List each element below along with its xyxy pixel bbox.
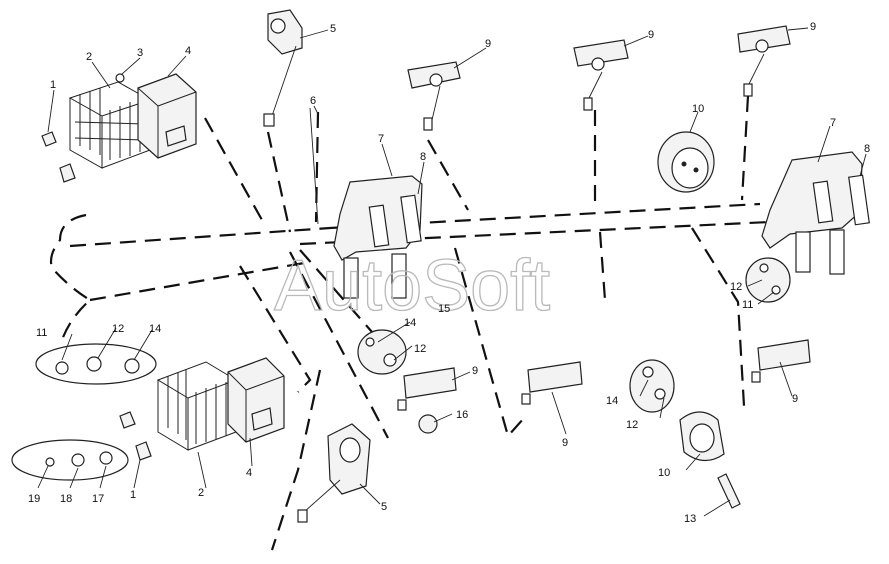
callout-5: 5 [330, 23, 336, 35]
sensor-part-9-top-3 [737, 25, 791, 97]
grommet-plate-lower-right [629, 359, 675, 413]
callout-13: 13 [684, 513, 696, 525]
sensor-part-9-lower-2 [521, 361, 583, 405]
callout-12: 12 [414, 343, 426, 355]
callout-6: 6 [310, 95, 316, 107]
callout-8: 8 [864, 143, 870, 155]
grommet-part-16 [418, 414, 438, 434]
sensor-part-5-bottom [297, 423, 371, 523]
screw-part-3 [115, 73, 125, 83]
callout-16: 16 [456, 409, 468, 421]
callout-numbers: 1 2 3 4 5 6 7 8 9 9 9 10 7 8 12 11 14 15… [28, 21, 870, 525]
sensor-part-9-lower-1 [397, 367, 457, 411]
sensor-part-9-top-2 [573, 39, 629, 111]
callout-9: 9 [562, 437, 568, 449]
sensor-part-5-top [263, 9, 303, 127]
callout-8: 8 [420, 151, 426, 163]
callout-9: 9 [485, 38, 491, 50]
callout-12: 12 [112, 323, 124, 335]
cable-part-6 [309, 107, 319, 225]
socket-part-10-bottom [679, 411, 725, 462]
callout-12: 12 [730, 281, 742, 293]
relay-bracket-part-2-bottom [156, 361, 238, 451]
callout-4: 4 [246, 467, 252, 479]
callout-9: 9 [472, 365, 478, 377]
watermark-text: AutoSoft [274, 246, 550, 326]
callout-9: 9 [810, 21, 816, 33]
callout-14: 14 [606, 395, 618, 407]
grommet-plate-right [745, 257, 791, 303]
relay-part-4-top [137, 73, 197, 159]
grommet-group-left [35, 343, 157, 385]
callout-19: 19 [28, 493, 40, 505]
callout-4: 4 [185, 45, 191, 57]
callout-12: 12 [626, 419, 638, 431]
control-unit-part-7-right [761, 151, 870, 275]
connector-part-1-bottom [119, 411, 152, 461]
control-unit-part-7-center [333, 175, 423, 299]
relay-part-4-bottom [227, 357, 285, 443]
callout-1: 1 [130, 489, 136, 501]
callout-2: 2 [86, 51, 92, 63]
callout-3: 3 [137, 47, 143, 59]
callout-1: 1 [50, 79, 56, 91]
socket-part-10-top [657, 131, 715, 193]
grommet-plate-middle [357, 329, 407, 375]
callout-10: 10 [692, 103, 704, 115]
connector-part-1-top [41, 131, 76, 183]
callout-18: 18 [60, 493, 72, 505]
callout-11: 11 [742, 299, 753, 311]
callout-2: 2 [198, 487, 204, 499]
callout-11: 11 [36, 327, 47, 339]
callout-10: 10 [658, 467, 670, 479]
callout-7: 7 [378, 133, 384, 145]
callout-14: 14 [404, 317, 416, 329]
callout-9: 9 [792, 393, 798, 405]
callout-17: 17 [92, 493, 104, 505]
bulb-part-13 [717, 473, 741, 509]
leader-lines [37, 27, 867, 517]
callout-15: 15 [438, 303, 450, 315]
sensor-part-9-top-1 [407, 61, 461, 131]
callout-5: 5 [381, 501, 387, 513]
sensor-part-9-lower-3 [751, 339, 811, 383]
callout-9: 9 [648, 29, 654, 41]
callout-14: 14 [149, 323, 161, 335]
grommet-group-bottom [11, 439, 129, 481]
callout-7: 7 [830, 117, 836, 129]
